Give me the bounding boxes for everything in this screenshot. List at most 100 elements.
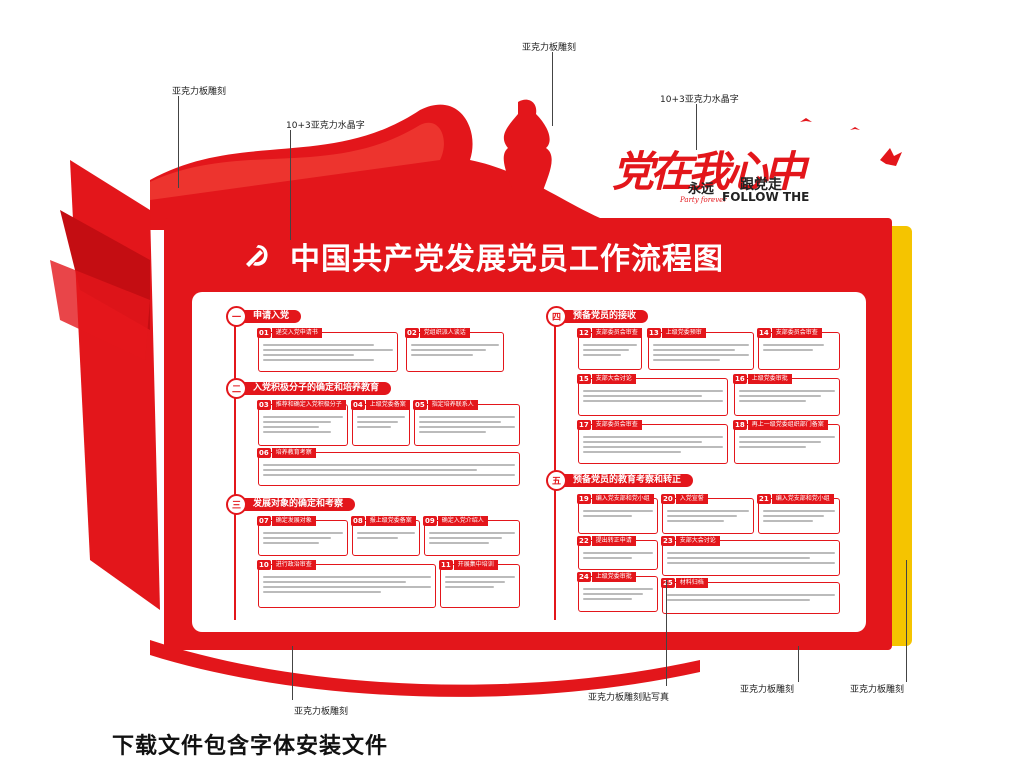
step-title: 开展集中培训: [453, 560, 498, 570]
leader-line: [552, 52, 553, 126]
step-number: 02: [405, 328, 419, 338]
step-title: 培养教育考察: [271, 448, 316, 458]
step-number: 07: [257, 516, 271, 526]
step-title: 支部委员会审查: [771, 328, 822, 338]
step-title: 支部大会讨论: [591, 374, 636, 384]
section-number: 四: [546, 306, 567, 327]
leader-line: [906, 560, 907, 682]
step-number: 08: [351, 516, 365, 526]
slogan-block: 党在我心中 永远 跟党走 Party forever FOLLOW THE: [600, 138, 830, 218]
step-title: 上级党委预审: [661, 328, 706, 338]
figure-silhouette: [503, 99, 552, 191]
leader-line: [666, 580, 667, 686]
step-title: 进行政治审查: [271, 560, 316, 570]
step-title: 确定发展对象: [271, 516, 316, 526]
step-number: 15: [577, 374, 591, 384]
step-title: 上级党委审批: [591, 572, 636, 582]
step-title: 上级党委备案: [365, 400, 410, 410]
step-number: 16: [733, 374, 747, 384]
step-title: 再上一级党委组织部门备案: [747, 420, 828, 430]
step-number: 06: [257, 448, 271, 458]
callout-crystal-text: 10+3亚克力水晶字: [286, 121, 365, 131]
step-number: 12: [577, 328, 591, 338]
section-2: 二 入党积极分子的确定和培养教育: [226, 378, 392, 399]
step-number: 20: [661, 494, 675, 504]
leader-line: [178, 96, 179, 188]
step-number: 11: [439, 560, 453, 570]
leader-line: [290, 130, 291, 240]
step-title: 编入党支部和党小组: [771, 494, 834, 504]
flow-panel: 一 申请入党 二 入党积极分子的确定和培养教育 三 发展对象的确定和考察 四 预…: [192, 292, 866, 632]
callout-acrylic-carve: 亚克力板雕刻: [294, 707, 349, 717]
step-title: 提出转正申请: [591, 536, 636, 546]
slogan-en1: Party forever: [680, 196, 727, 204]
callout-acrylic-carve: 亚克力板雕刻: [740, 685, 795, 695]
step-title: 报上级党委备案: [365, 516, 416, 526]
section-4: 四 预备党员的接收: [546, 306, 649, 327]
section-3: 三 发展对象的确定和考察: [226, 494, 356, 515]
slogan-en2: FOLLOW THE: [722, 190, 810, 204]
leader-line: [798, 646, 799, 682]
slogan-follow: 跟党走: [740, 177, 782, 193]
step-number: 18: [733, 420, 747, 430]
download-caption: 下载文件包含字体安装文件: [112, 734, 389, 759]
step-title: 入党宣誓: [675, 494, 708, 504]
step-number: 05: [413, 400, 427, 410]
section-number: 三: [226, 494, 247, 515]
left-timeline: [234, 320, 236, 620]
step-title: 确定入党介绍人: [437, 516, 488, 526]
step-number: 13: [647, 328, 661, 338]
callout-acrylic-carve: 亚克力板雕刻: [850, 685, 905, 695]
step-title: 编入党支部和党小组: [591, 494, 654, 504]
step-title: 支部委员会审查: [591, 420, 642, 430]
step-number: 24: [577, 572, 591, 582]
callout-acrylic-carve: 亚克力板雕刻: [172, 87, 227, 97]
callout-acrylic-carve: 亚克力板雕刻: [522, 43, 577, 53]
section-label: 入党积极分子的确定和培养教育: [241, 382, 392, 395]
step-number: 01: [257, 328, 271, 338]
step-number: 21: [757, 494, 771, 504]
callout-acrylic-photo: 亚克力板雕刻贴写真: [588, 693, 670, 703]
section-number: 二: [226, 378, 247, 399]
section-label: 预备党员的教育考察和转正: [561, 474, 694, 487]
step-number: 19: [577, 494, 591, 504]
leader-line: [696, 104, 697, 150]
step-title: 指定培养联系人: [427, 400, 478, 410]
step-title: 党组织派人谈话: [419, 328, 470, 338]
section-label: 预备党员的接收: [561, 310, 649, 323]
step-title: 上级党委审批: [747, 374, 792, 384]
step-number: 14: [757, 328, 771, 338]
step-title: 支部大会讨论: [675, 536, 720, 546]
slogan-main: 党在我心中: [612, 147, 806, 196]
step-title: 递交入党申请书: [271, 328, 322, 338]
section-label: 申请入党: [241, 310, 302, 323]
page-title: 中国共产党发展党员工作流程图: [290, 242, 724, 277]
step-title: 推荐和确定入党积极分子: [271, 400, 346, 410]
birds-decoration: [800, 118, 902, 166]
step-number: 03: [257, 400, 271, 410]
step-number: 22: [577, 536, 591, 546]
step-title: 支部委员会审查: [591, 328, 642, 338]
